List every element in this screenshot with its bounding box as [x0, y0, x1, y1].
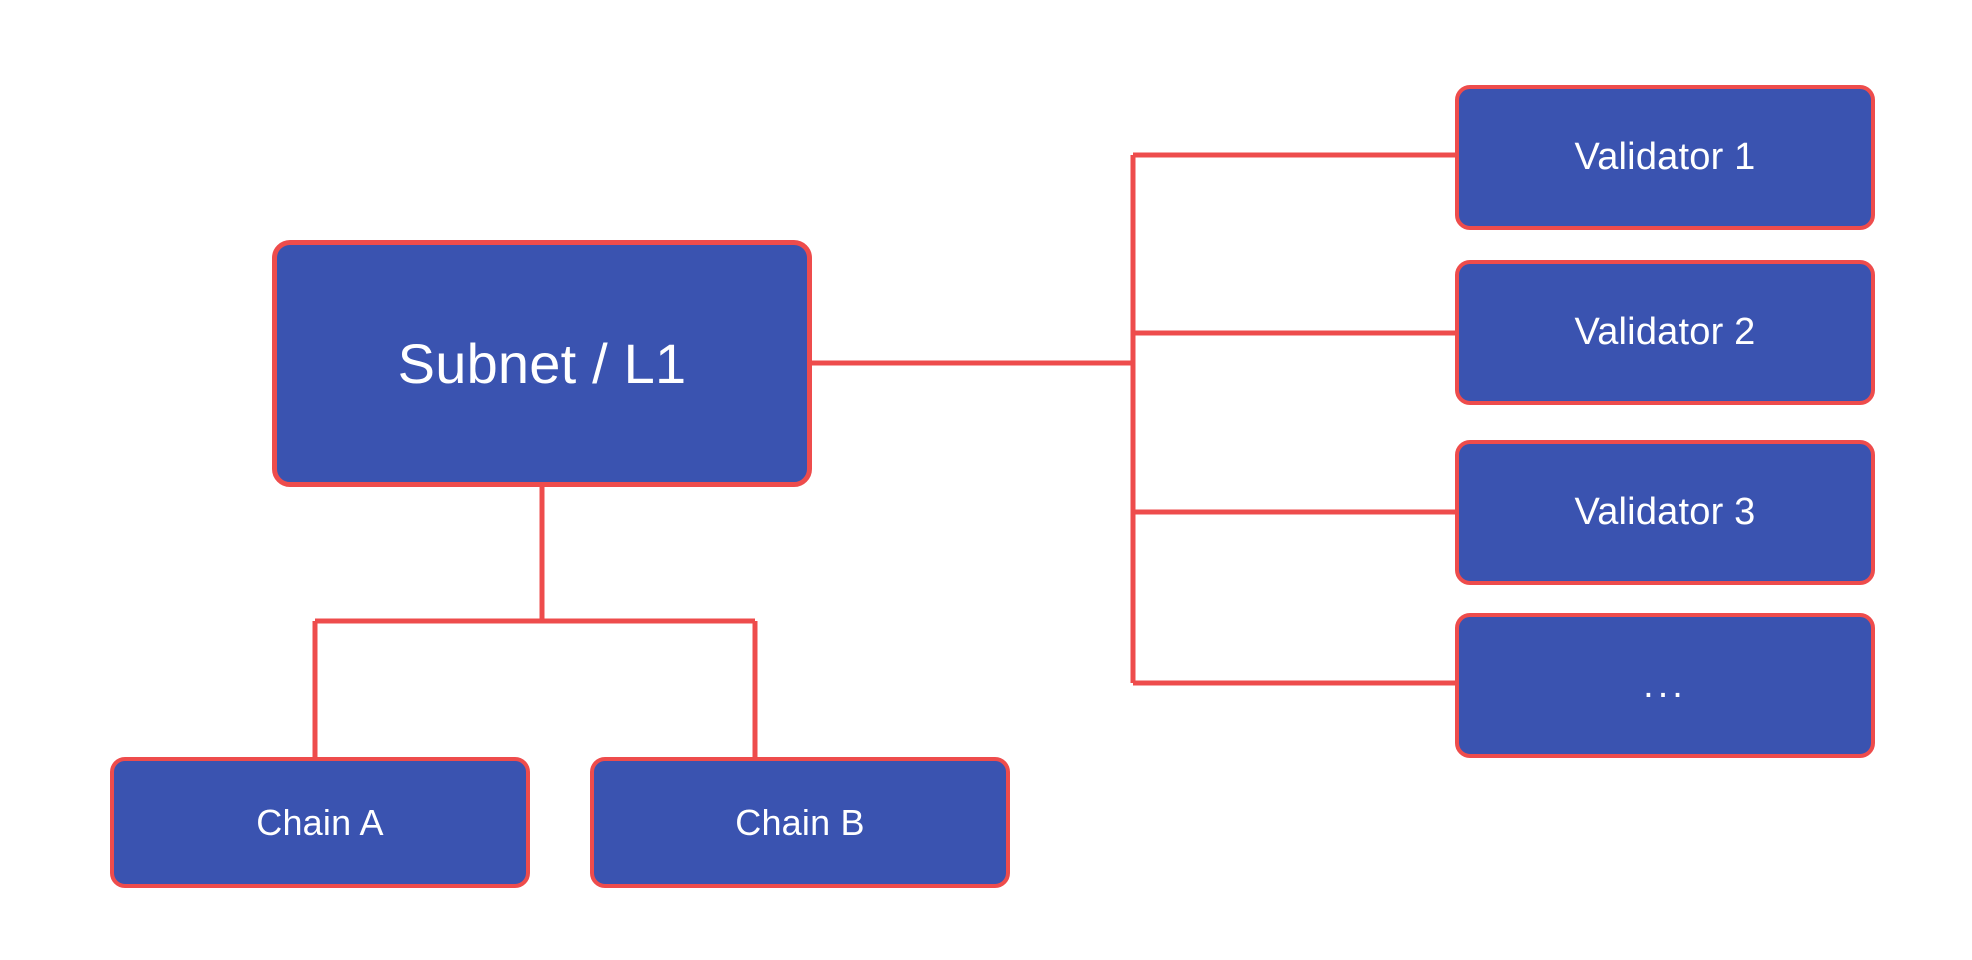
node-chain-a-label: Chain A — [256, 801, 384, 843]
node-validator-2[interactable]: Validator 2 — [1455, 260, 1875, 405]
node-subnet-l1-label: Subnet / L1 — [397, 331, 687, 395]
node-validator-3[interactable]: Validator 3 — [1455, 440, 1875, 585]
node-chain-b[interactable]: Chain B — [590, 757, 1010, 888]
node-validator-ellipsis-label: ... — [1643, 664, 1687, 707]
node-validator-1[interactable]: Validator 1 — [1455, 85, 1875, 230]
node-validator-2-label: Validator 2 — [1574, 310, 1756, 353]
node-chain-b-label: Chain B — [735, 801, 865, 843]
node-validator-3-label: Validator 3 — [1574, 490, 1756, 533]
node-validator-ellipsis[interactable]: ... — [1455, 613, 1875, 758]
node-subnet-l1[interactable]: Subnet / L1 — [272, 240, 812, 487]
node-chain-a[interactable]: Chain A — [110, 757, 530, 888]
node-validator-1-label: Validator 1 — [1574, 135, 1756, 178]
